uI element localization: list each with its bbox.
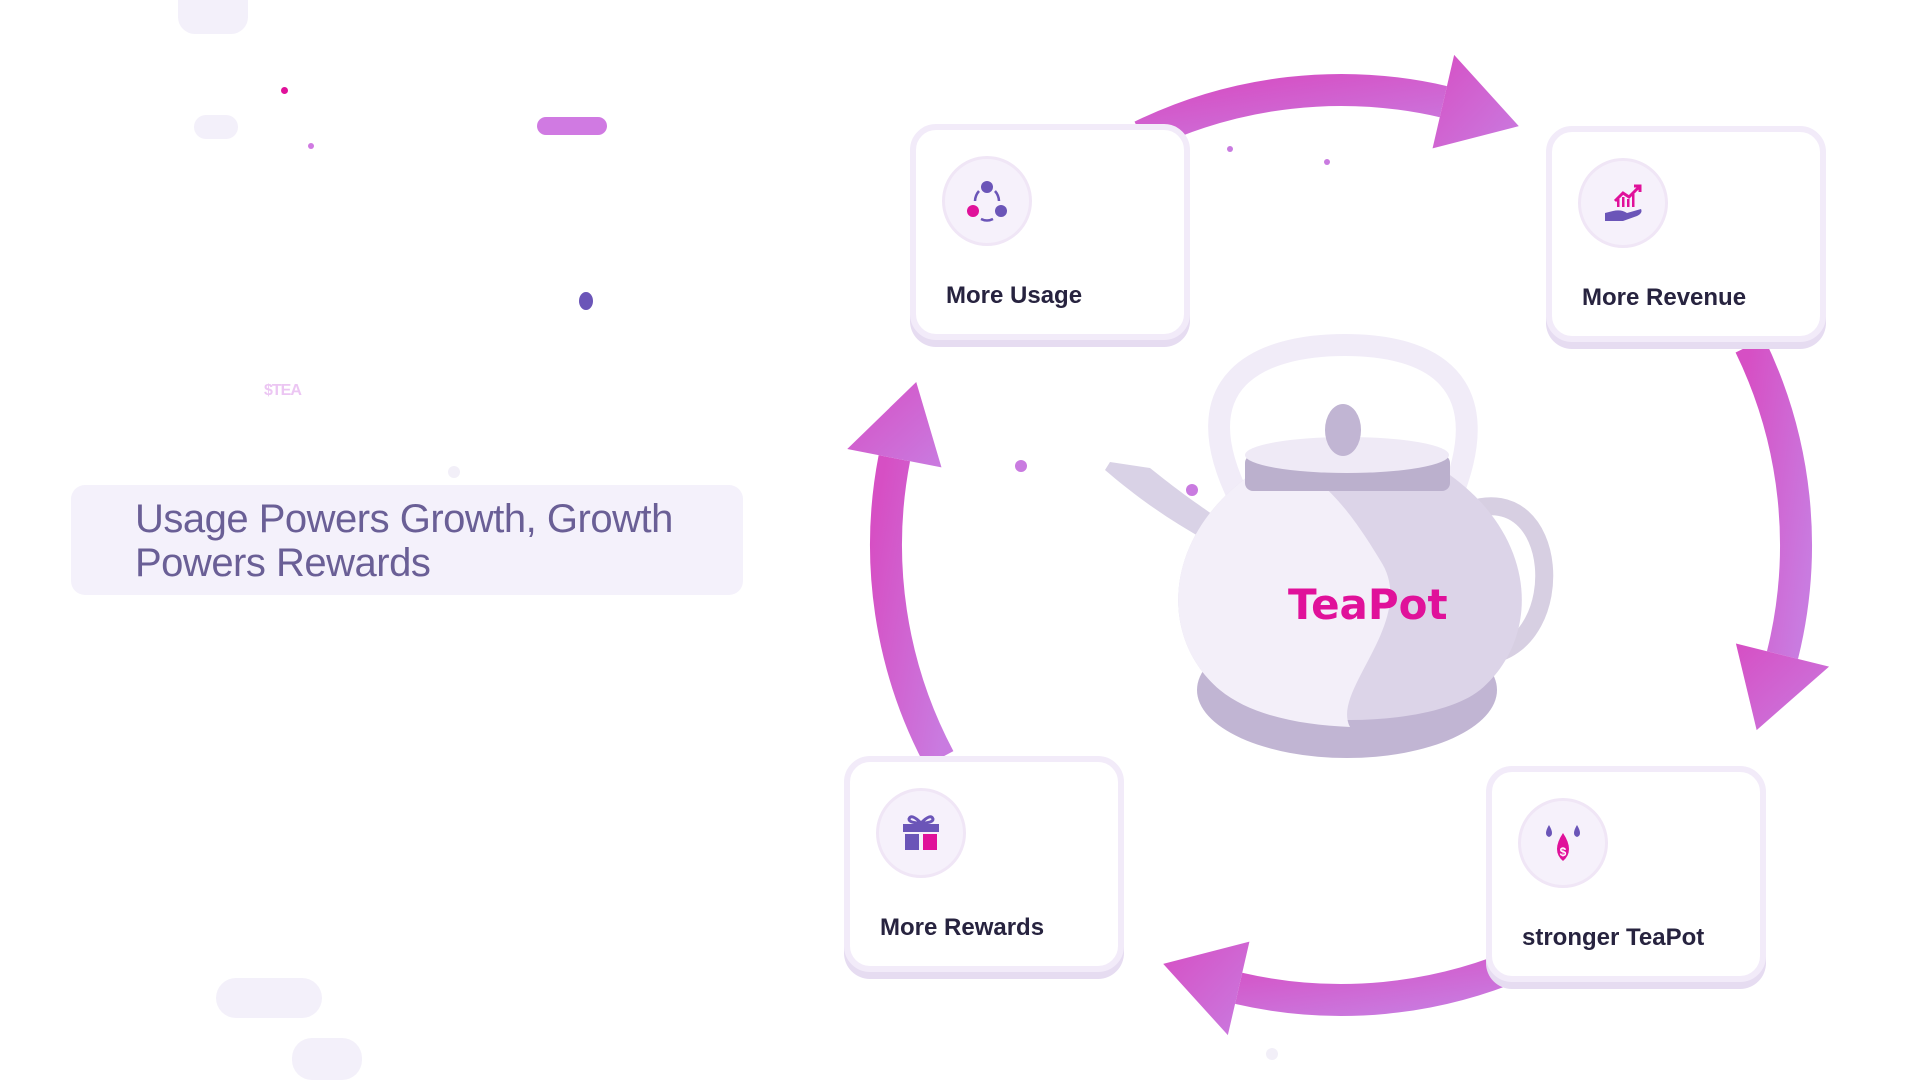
cycle-arrow-0 [1134, 74, 1447, 151]
cycle-card-label: More Rewards [880, 914, 1045, 941]
arrowhead [1163, 941, 1250, 1036]
decor-blob [178, 0, 248, 34]
cycle-card-more-rewards: More Rewards [844, 756, 1124, 972]
decor-blob [216, 978, 322, 1018]
arrowhead [1735, 643, 1830, 731]
decor-pill [537, 117, 607, 135]
decor-dot [579, 292, 593, 310]
hand-growth-chart-icon [1578, 158, 1668, 248]
cycle-arrow-2 [1235, 946, 1533, 1016]
cycle-card-more-revenue: More Revenue [1546, 126, 1826, 342]
arrowhead [1432, 54, 1519, 149]
arrowhead [847, 381, 942, 468]
decor-dot [1227, 146, 1233, 152]
money-drops-icon: $ [1518, 798, 1608, 888]
cycle-card-more-usage: More Usage [910, 124, 1190, 340]
decor-dot [308, 143, 314, 149]
headline-banner: Usage Powers Growth, Growth Powers Rewar… [71, 485, 743, 595]
teapot-illustration [1105, 333, 1554, 758]
svg-text:$: $ [1560, 845, 1567, 859]
token-label: $TEA [264, 382, 302, 399]
decor-dot [1324, 159, 1330, 165]
decor-blob [292, 1038, 362, 1080]
cycle-card-label: More Revenue [1582, 284, 1747, 311]
network-nodes-icon [942, 156, 1032, 246]
cycle-card-stronger-teapot: $ stronger TeaPot [1486, 766, 1766, 982]
teapot-label: TeaPot [1288, 580, 1448, 629]
headline: Usage Powers Growth, Growth Powers Rewar… [135, 497, 673, 585]
decor-dot [1266, 1048, 1278, 1060]
decor-blob [194, 115, 238, 139]
cycle-card-label: stronger TeaPot [1522, 924, 1705, 951]
cycle-arrow-1 [1735, 338, 1812, 659]
decor-dot [1015, 460, 1027, 472]
decor-dot [281, 87, 288, 94]
gift-icon [876, 788, 966, 878]
cycle-arrow-3 [870, 455, 954, 767]
decor-dot [448, 466, 460, 478]
decor-dot [1186, 484, 1198, 496]
cycle-card-label: More Usage [946, 282, 1083, 309]
